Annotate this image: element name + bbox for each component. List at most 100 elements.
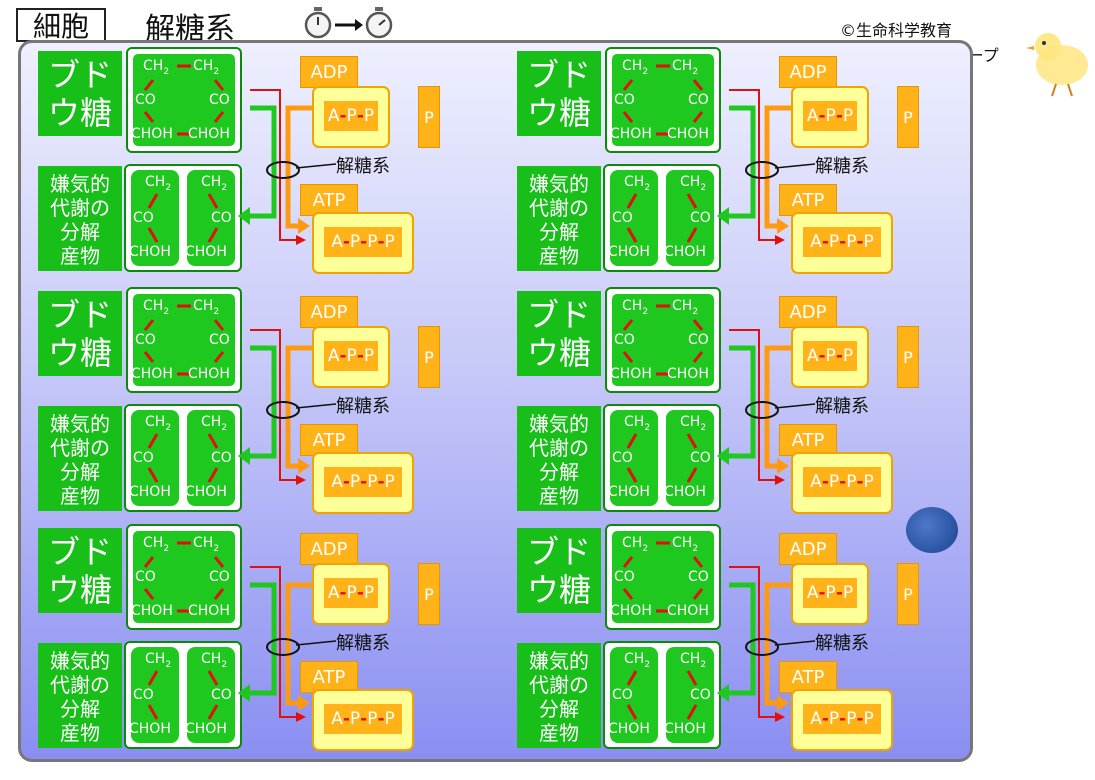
reaction-arrows [717,89,816,245]
product-label-line: 産物 [60,244,100,268]
product-label-line: 代謝の [529,436,589,460]
stopwatch-icon [304,7,332,39]
glucose-label-line: ウ糖 [47,334,112,372]
choh-label: CHOH [131,126,173,142]
atp-molecule: A-P-P-P [791,689,893,751]
product-label-line: 代謝の [50,196,110,220]
pyruvate-molecule: CH2 CO CHOH [129,170,179,266]
choh-label: CHOH [664,484,706,500]
pyruvate-pair: CH2 CO CHOH CH2 CO CHOH [124,641,242,749]
adp-molecule: A-P-P [312,326,390,388]
ch2-label: CH2 [201,414,228,433]
adp-tag: ADP [779,533,837,565]
glycolysis-unit: ブド ウ糖 CH2 CH2 CO CO CHOH CHOH [517,46,937,276]
pyruvate-molecule: CH2 CO CHOH [185,410,235,506]
phosphate-box: P [418,563,440,625]
co-label: CO [612,687,633,703]
glycolysis-label: 解糖系 [815,633,869,654]
ch2-label: CH2 [193,298,220,317]
ch2-label: CH2 [624,651,651,670]
glycolysis-loop [745,401,779,419]
adp-molecule: A-P-P [791,563,869,625]
atp-formula: A-P-P-P [803,467,881,497]
atp-molecule: A-P-P-P [312,452,414,514]
ch2-label: CH2 [672,58,699,77]
product-label-line: 産物 [539,244,579,268]
stopwatch-icon [365,7,393,39]
ch2-label: CH2 [143,58,170,77]
pyruvate-molecule: CH2 CO CHOH [664,410,714,506]
product-label-line: 分解 [539,697,579,721]
atp-tag: ATP [300,184,358,216]
choh-label: CHOH [667,603,709,619]
glucose-molecule: CH2 CH2 CO CO CHOH CHOH [126,524,242,630]
product-label: 嫌気的 代謝の 分解 産物 [38,166,122,271]
phosphate-transfer-arrow [729,566,775,718]
product-label-line: 分解 [60,460,100,484]
adp-to-atp-arrow [764,345,793,469]
ch2-label: CH2 [622,58,649,77]
pyruvate-molecule: CH2 CO CHOH [608,647,658,743]
choh-label: CHOH [608,484,650,500]
ch2-label: CH2 [624,414,651,433]
pyruvate-molecule: CH2 CO CHOH [129,410,179,506]
pyruvate-molecule: CH2 CO CHOH [185,647,235,743]
product-label: 嫌気的 代謝の 分解 産物 [38,643,122,748]
pyruvate-pair: CH2 CO CHOH CH2 CO CHOH [603,164,721,272]
glucose-label-line: ブド [47,296,112,334]
glucose-to-product-arrow [727,582,756,696]
adp-tag: ADP [300,533,358,565]
stopwatch-sequence [304,7,393,39]
choh-label: CHOH [608,244,650,260]
choh-label: CHOH [129,484,171,500]
product-label-line: 分解 [60,220,100,244]
co-label: CO [612,210,633,226]
glucose-to-product-arrow [248,105,277,219]
co-label: CO [612,450,633,466]
pyruvate-molecule: CH2 CO CHOH [185,170,235,266]
glucose-label: ブド ウ糖 [517,528,601,613]
ch2-label: CH2 [672,535,699,554]
ch2-label: CH2 [201,651,228,670]
glucose-label: ブド ウ糖 [517,51,601,136]
glucose-ring: CH2 CH2 CO CO CHOH CHOH [610,531,714,623]
adp-formula: A-P-P [803,101,857,131]
choh-label: CHOH [667,366,709,382]
adp-tag: ADP [779,56,837,88]
right-arrow-icon [335,19,363,31]
product-label-line: 分解 [539,460,579,484]
ch2-label: CH2 [672,298,699,317]
glycolysis-loop [745,638,779,656]
glycolysis-unit: ブド ウ糖 CH2 CH2 CO CO CHOH CHOH [517,523,937,753]
ch2-label: CH2 [680,174,707,193]
atp-tag: ATP [779,184,837,216]
reaction-arrows [717,329,816,485]
glycolysis-loop [266,638,300,656]
co-label: CO [688,92,709,108]
ch2-label: CH2 [145,414,172,433]
ch2-label: CH2 [624,174,651,193]
product-label-line: 代謝の [50,436,110,460]
glycolysis-loop [266,161,300,179]
adp-tag: ADP [300,56,358,88]
pyruvate-molecule: CH2 CO CHOH [129,647,179,743]
glycolysis-unit: ブド ウ糖 CH2 CH2 CO CO CHOH CHOH [38,46,458,276]
phosphate-box: P [897,563,919,625]
atp-molecule: A-P-P-P [312,212,414,274]
adp-formula: A-P-P [803,578,857,608]
phosphate-box: P [418,86,440,148]
glycolysis-loop [745,161,779,179]
ch2-label: CH2 [201,174,228,193]
chick-logo [1026,33,1088,97]
pyruvate-pair: CH2 CO CHOH CH2 CO CHOH [603,404,721,512]
atp-formula: A-P-P-P [803,227,881,257]
ch2-label: CH2 [622,535,649,554]
phosphate-transfer-arrow [250,566,296,718]
adp-molecule: A-P-P [312,86,390,148]
product-label-line: 分解 [539,220,579,244]
choh-label: CHOH [667,126,709,142]
reaction-arrows [717,566,816,722]
atp-molecule: A-P-P-P [312,689,414,751]
pyruvate-pair: CH2 CO CHOH CH2 CO CHOH [124,164,242,272]
glucose-ring: CH2 CH2 CO CO CHOH CHOH [131,294,235,386]
